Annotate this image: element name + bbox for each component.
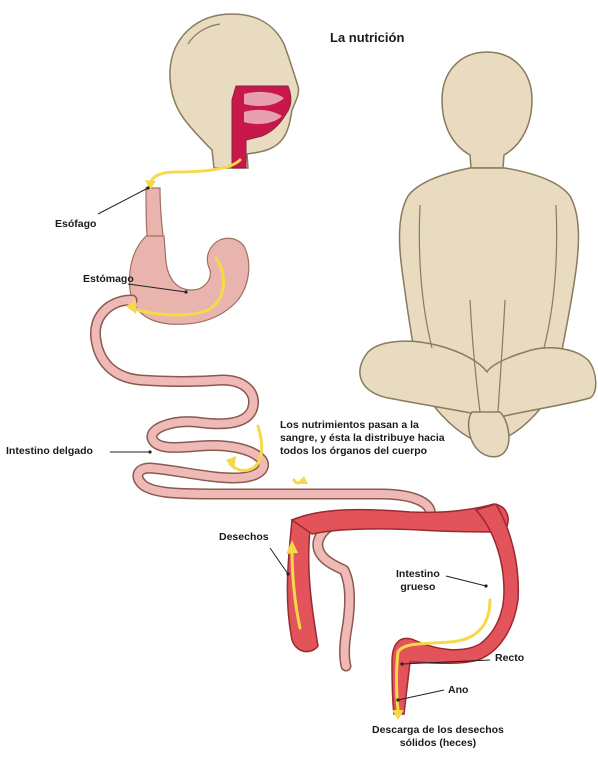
label-esofago: Esófago (55, 218, 96, 231)
label-descarga: Descarga de los desechos sólidos (heces) (372, 724, 504, 750)
label-nutrientes-line2: sangre, y ésta la distribuye hacia (280, 432, 445, 445)
label-intestino-grueso-line2: grueso (396, 581, 440, 594)
label-estomago: Estómago (83, 273, 134, 286)
label-nutrientes-line1: Los nutrimientos pasan a la (280, 419, 445, 432)
label-intestino-delgado: Intestino delgado (6, 445, 93, 458)
label-intestino-grueso-line1: Intestino (396, 568, 440, 581)
diagram-title: La nutrición (330, 30, 404, 45)
label-ano: Ano (448, 684, 468, 697)
head-silhouette (170, 14, 299, 168)
label-desechos: Desechos (219, 531, 269, 544)
label-descarga-line1: Descarga de los desechos (372, 724, 504, 737)
label-nutrientes: Los nutrimientos pasan a la sangre, y és… (280, 419, 445, 457)
label-recto: Recto (495, 652, 524, 665)
label-nutrientes-line3: todos los órganos del cuerpo (280, 445, 445, 458)
label-descarga-line2: sólidos (heces) (372, 737, 504, 750)
label-intestino-grueso: Intestino grueso (396, 568, 440, 594)
